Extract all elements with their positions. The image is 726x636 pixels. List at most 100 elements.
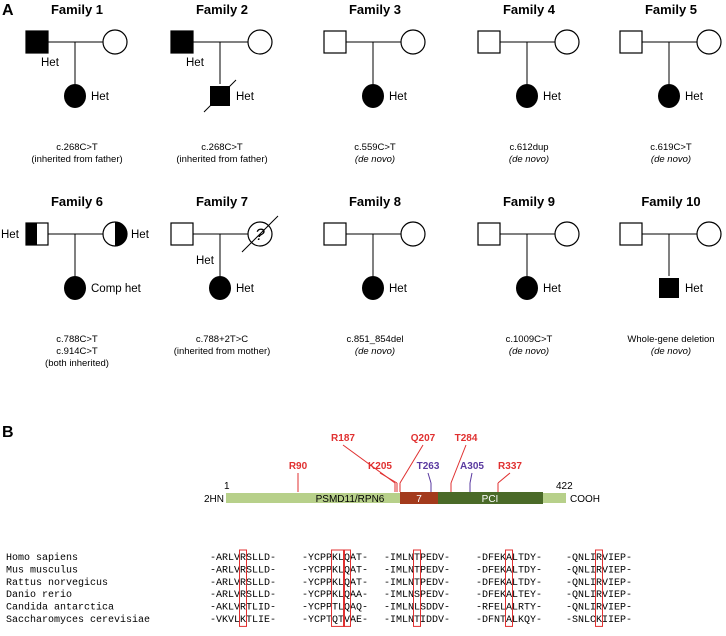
sequence-block: -ARLVRSLLD- bbox=[210, 553, 276, 564]
mutation-label: R187 bbox=[331, 433, 355, 444]
sequence-block: -YCPPTLQAQ- bbox=[302, 603, 368, 614]
sequence-block: -ARLVRSLLD- bbox=[210, 578, 276, 589]
father-square bbox=[25, 30, 49, 54]
child-genotype-label: Het bbox=[543, 91, 562, 103]
child-genotype-label: Het bbox=[236, 283, 255, 295]
sequence-block: -YCPPKLQAT- bbox=[302, 578, 368, 589]
panel-label-b: B bbox=[2, 424, 14, 441]
sequence-block: -QNLIRVIEP- bbox=[566, 565, 632, 576]
father-carrier-fill bbox=[26, 223, 37, 245]
mother-genotype-label: Het bbox=[131, 229, 150, 241]
inheritance-note: (both inherited) bbox=[45, 358, 109, 369]
family-title: Family 6 bbox=[51, 194, 103, 209]
sequence-block: -RFELALRTY- bbox=[476, 603, 542, 614]
alignment-row: Mus musculus-ARLVRSLLD--YCPPKLQAT--IMLNT… bbox=[6, 564, 632, 576]
mother-circle bbox=[696, 29, 722, 55]
inheritance-note: (de novo) bbox=[509, 346, 549, 357]
child-genotype-label: Het bbox=[91, 91, 110, 103]
sequence-block: -ARLVRSLLD- bbox=[210, 565, 276, 576]
mutation-leader bbox=[427, 472, 432, 484]
inheritance-note: (inherited from father) bbox=[176, 154, 267, 165]
mutation-leader bbox=[450, 444, 467, 484]
pedigree-family-8: Family 8 Het c.851_854del(de novo) bbox=[323, 194, 426, 357]
inheritance-note: (inherited from mother) bbox=[174, 346, 271, 357]
conserved-residue-box bbox=[595, 549, 603, 627]
species-name: Mus musculus bbox=[6, 564, 78, 576]
mutation-marker: K205 bbox=[368, 461, 398, 492]
father-square bbox=[323, 30, 347, 54]
father-genotype-label: Het bbox=[41, 57, 60, 69]
mother-circle bbox=[400, 29, 426, 55]
mother-circle bbox=[102, 29, 128, 55]
family-title: Family 10 bbox=[641, 194, 700, 209]
mother-carrier-fill bbox=[115, 222, 127, 246]
sequence-block: -YCPPKLQAT- bbox=[302, 565, 368, 576]
variant-label: c.851_854del bbox=[346, 334, 403, 345]
conserved-residue-box bbox=[331, 549, 345, 627]
conserved-residue-box bbox=[343, 549, 351, 627]
sequence-block: -DFEKALTDY- bbox=[476, 578, 542, 589]
child-circle bbox=[362, 276, 384, 300]
sequence-block: -DFEKALTEY- bbox=[476, 590, 542, 601]
child-genotype-label: Het bbox=[389, 91, 408, 103]
father-square bbox=[619, 30, 643, 54]
sequence-block: -IMLNTPEDV- bbox=[384, 553, 450, 564]
mutation-label: T284 bbox=[455, 433, 478, 444]
sequence-block: -QNLIRVIEP- bbox=[566, 590, 632, 601]
father-square bbox=[477, 222, 501, 246]
child-genotype-label: Comp het bbox=[91, 283, 142, 295]
variant-label: c.268C>T bbox=[201, 142, 243, 153]
child-square bbox=[659, 278, 679, 298]
inheritance-note: (de novo) bbox=[651, 154, 691, 165]
domain-7-label: 7 bbox=[416, 494, 422, 505]
child-circle bbox=[64, 84, 86, 108]
inheritance-note: (de novo) bbox=[355, 346, 395, 357]
sequence-block: -YCPPKLQAA- bbox=[302, 590, 368, 601]
family-title: Family 7 bbox=[196, 194, 248, 209]
alignment-row: Danio rerio-ARLVRSLLD--YCPPKLQAA--IMLNSP… bbox=[6, 589, 632, 601]
father-square bbox=[619, 222, 643, 246]
conserved-residue-box bbox=[413, 549, 421, 627]
domain-pci-box bbox=[438, 492, 543, 504]
sequence-block: -IMLNTIDDV- bbox=[384, 615, 450, 626]
mutation-leader bbox=[497, 472, 511, 484]
family-title: Family 2 bbox=[196, 2, 248, 17]
variant-label-2: c.914C>T bbox=[56, 346, 98, 357]
species-name: Saccharomyces cerevisiae bbox=[6, 614, 150, 626]
child-circle bbox=[516, 276, 538, 300]
variant-label: c.1009C>T bbox=[506, 334, 553, 345]
conserved-residue-box bbox=[505, 549, 513, 627]
sequence-block: -QNLIRVIEP- bbox=[566, 553, 632, 564]
family-title: Family 5 bbox=[645, 2, 697, 17]
variant-label: c.559C>T bbox=[354, 142, 396, 153]
family-title: Family 9 bbox=[503, 194, 555, 209]
child-genotype-label: Het bbox=[389, 283, 408, 295]
panel-label-a: A bbox=[2, 2, 14, 19]
family-title: Family 3 bbox=[349, 2, 401, 17]
sequence-block: -SNLCKIIEP- bbox=[566, 615, 632, 626]
child-circle bbox=[64, 276, 86, 300]
child-genotype-label: Het bbox=[543, 283, 562, 295]
species-name: Candida antarctica bbox=[6, 602, 114, 614]
child-circle bbox=[516, 84, 538, 108]
family-title: Family 1 bbox=[51, 2, 103, 17]
family-title: Family 8 bbox=[349, 194, 401, 209]
mother-circle bbox=[247, 29, 273, 55]
variant-label: c.788+2T>C bbox=[196, 334, 248, 345]
n-terminus-label: 2HN bbox=[204, 494, 224, 505]
mutation-leader bbox=[379, 472, 398, 484]
protein-backbone bbox=[226, 493, 566, 503]
mother-genotype-label: Het bbox=[196, 255, 215, 267]
variant-label: c.612dup bbox=[509, 142, 548, 153]
sequence-block: -VKVLKTLIE- bbox=[210, 615, 276, 626]
sequence-block: -IMLNTPEDV- bbox=[384, 578, 450, 589]
inheritance-note: (de novo) bbox=[509, 154, 549, 165]
deceased-slash bbox=[203, 79, 237, 113]
